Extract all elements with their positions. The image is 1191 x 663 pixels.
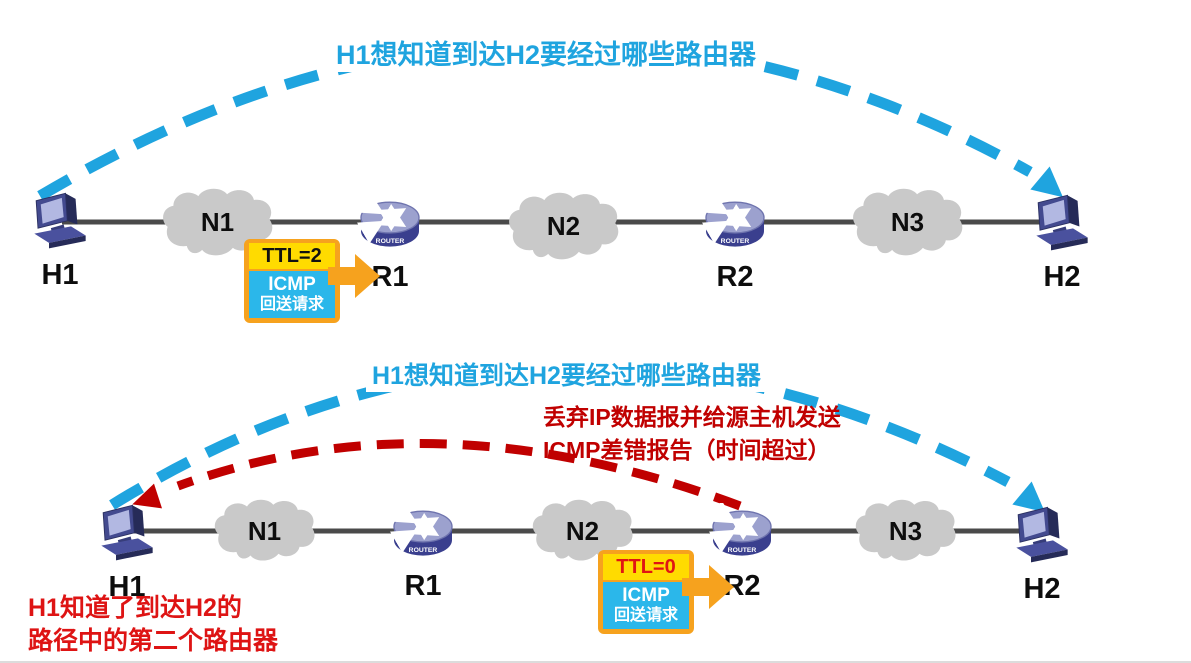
router-icon: ROUTER <box>389 500 453 556</box>
cloud-icon <box>214 499 315 561</box>
node-label: N2 <box>565 516 600 546</box>
result-note: H1知道了到达H2的 路径中的第二个路由器 <box>28 592 278 658</box>
node-label: N3 <box>888 516 923 546</box>
cloud-icon <box>163 188 273 256</box>
host-h2-bottom: H2 <box>1004 500 1080 606</box>
ttl-value: TTL=2 <box>249 243 335 269</box>
packet-ttl2: TTL=2 ICMP 回送请求 <box>244 239 380 323</box>
ttl-value: TTL=0 <box>603 554 689 580</box>
router-icon: ROUTER <box>356 191 420 247</box>
node-label: H1 <box>108 571 146 603</box>
cloud-icon <box>855 499 956 561</box>
computer-icon <box>101 504 153 561</box>
node-label: R2 <box>716 261 754 293</box>
host-h1-top: H1 <box>22 186 98 292</box>
node-label: N1 <box>247 516 282 546</box>
router-r2-bottom: ROUTER R2 <box>706 500 778 603</box>
node-label: R1 <box>404 570 442 602</box>
network-n3-bottom: N3 <box>853 497 958 565</box>
icmp-error-note: 丢弃IP数据报并给源主机发送 ICMP差错报告（时间超过） <box>543 401 841 467</box>
router-icon: ROUTER <box>708 500 772 556</box>
network-n2-top: N2 <box>506 190 621 264</box>
query-note-top: H1想知道到达H2要经过哪些路由器 <box>330 33 763 72</box>
host-h1-bottom: H1 <box>89 498 165 604</box>
node-label: N1 <box>200 207 235 237</box>
blue-arrowhead-top <box>1030 166 1063 198</box>
result-note-line1: H1知道了到达H2的 <box>28 594 242 622</box>
network-n1-top: N1 <box>160 186 275 260</box>
node-label: H1 <box>41 259 79 291</box>
node-label: H2 <box>1043 261 1081 293</box>
query-note-bottom: H1想知道到达H2要经过哪些路由器 <box>366 356 767 392</box>
router-r1-top: ROUTER R1 <box>354 191 426 294</box>
icmp-error-note-line2: ICMP差错报告（时间超过） <box>543 437 831 463</box>
icmp-echo-request: ICMP 回送请求 <box>249 271 335 318</box>
computer-icon <box>1036 194 1088 251</box>
bottom-edge-line <box>0 661 1191 663</box>
icmp-protocol: ICMP <box>268 274 316 295</box>
packet-ttl0: TTL=0 ICMP 回送请求 <box>598 550 734 634</box>
icmp-protocol: ICMP <box>622 585 670 606</box>
router-icon: ROUTER <box>701 191 765 247</box>
network-n2-bottom: N2 <box>530 497 635 565</box>
computer-icon <box>34 192 86 249</box>
router-r1-bottom: ROUTER R1 <box>387 500 459 603</box>
icmp-message: 回送请求 <box>259 296 324 313</box>
red-arrowhead <box>132 483 163 509</box>
cloud-icon <box>532 499 633 561</box>
blue-arc-top <box>37 36 1033 201</box>
router-badge: ROUTER <box>409 547 438 554</box>
red-arc <box>176 439 742 511</box>
node-label: H2 <box>1023 573 1061 605</box>
packet-direction-arrow-icon <box>682 565 734 609</box>
node-label: N3 <box>890 207 925 237</box>
router-badge: ROUTER <box>721 238 750 245</box>
icmp-message: 回送请求 <box>613 607 678 624</box>
blue-arrowhead-bottom <box>1012 481 1045 513</box>
icmp-echo-request: ICMP 回送请求 <box>603 582 689 629</box>
host-h2-top: H2 <box>1024 188 1100 294</box>
cloud-icon <box>509 192 619 260</box>
computer-icon <box>1016 506 1068 563</box>
network-n3-top: N3 <box>850 186 965 260</box>
result-note-line2: 路径中的第二个路由器 <box>28 627 279 655</box>
packet-direction-arrow-icon <box>328 254 380 298</box>
node-label: N2 <box>546 211 581 241</box>
network-n1-bottom: N1 <box>212 497 317 565</box>
cloud-icon <box>853 188 963 256</box>
router-badge: ROUTER <box>728 547 757 554</box>
router-r2-top: ROUTER R2 <box>699 191 771 294</box>
icmp-error-note-line1: 丢弃IP数据报并给源主机发送 <box>543 404 841 430</box>
router-badge: ROUTER <box>376 238 405 245</box>
